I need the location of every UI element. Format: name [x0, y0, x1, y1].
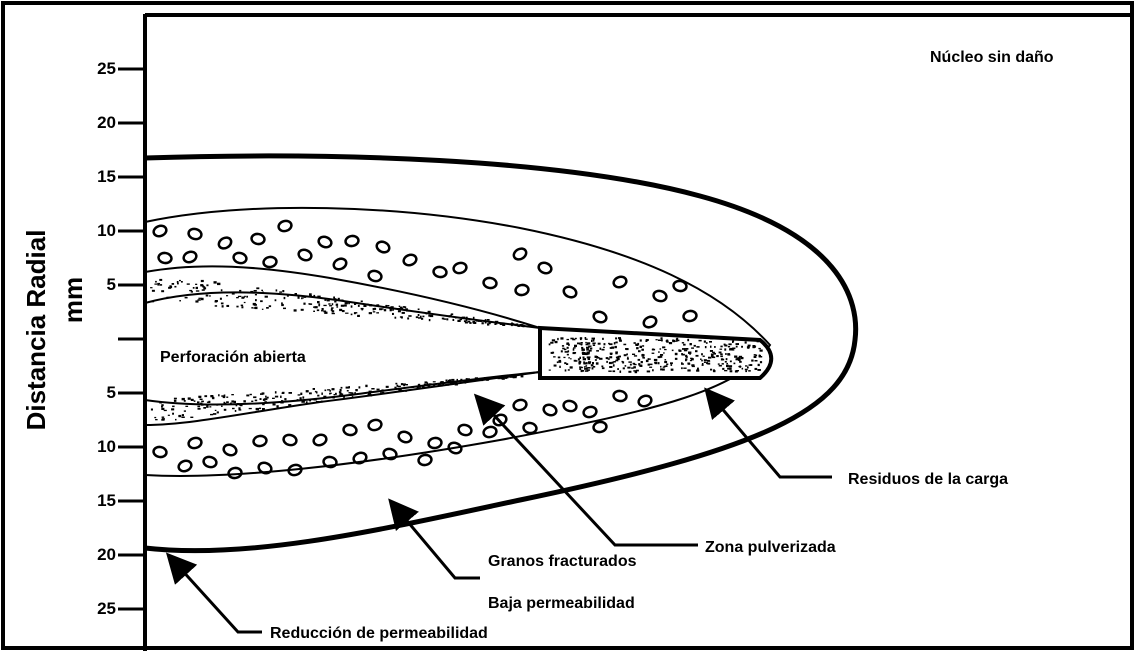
label-fractured-grains: Granos fracturados [488, 553, 637, 570]
label-permeability-reduction: Reducción de permeabilidad [270, 625, 488, 642]
tick-label-upper-20: 20 [97, 113, 116, 132]
arrow-fractured-grains [392, 503, 480, 578]
tick-label-upper-15: 15 [97, 167, 116, 186]
tick-label-lower-10: 10 [97, 437, 116, 456]
tick-label-lower-5: 5 [107, 383, 116, 402]
label-pulverized-zone: Zona pulverizada [705, 539, 836, 556]
label-charge-residue: Residuos de la carga [848, 471, 1008, 488]
tick-label-upper-10: 10 [97, 221, 116, 240]
arrow-pulverized-zone [478, 398, 698, 545]
tick-label-lower-20: 20 [97, 545, 116, 564]
tick-label-upper-5: 5 [107, 275, 116, 294]
label-undamaged-core: Núcleo sin daño [930, 49, 1054, 66]
label-open-perforation: Perforación abierta [160, 349, 306, 366]
tick-label-lower-25: 25 [97, 599, 116, 618]
tick-marks [118, 69, 145, 609]
y-axis-unit: mm [58, 277, 88, 323]
label-low-permeability: Baja permeabilidad [488, 595, 635, 612]
tick-label-lower-15: 15 [97, 491, 116, 510]
arrow-permeability-reduction [170, 557, 262, 632]
pulverized-zone-boundary-upper [145, 266, 540, 328]
y-axis-title: Distancia Radial [21, 230, 51, 431]
tick-label-upper-25: 25 [97, 59, 116, 78]
